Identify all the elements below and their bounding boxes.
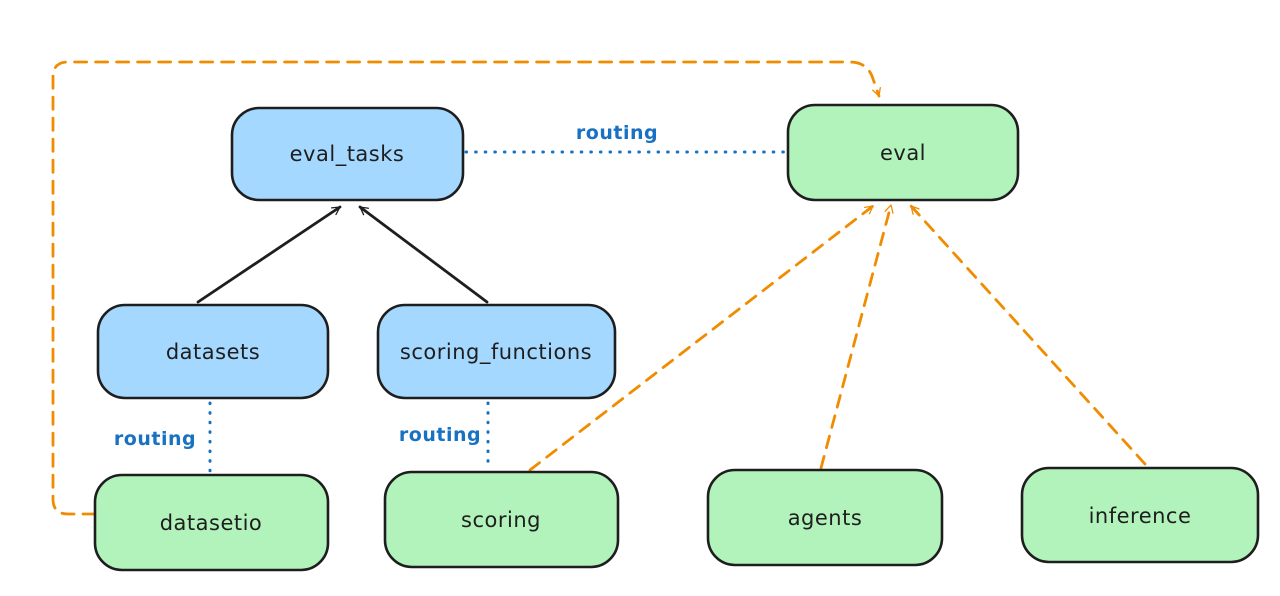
node-scoring-functions-label: scoring_functions: [400, 340, 592, 365]
edge-datasetio-to-eval: [51, 60, 881, 516]
edge-scoring-to-eval: [528, 204, 875, 472]
node-datasetio: datasetio: [93, 473, 330, 572]
node-eval: eval: [786, 103, 1020, 202]
edge-scoring-functions-to-eval-tasks: [358, 205, 489, 304]
node-scoring-box: [383, 470, 620, 569]
node-scoring-label: scoring: [461, 508, 541, 532]
edge-scoring-to-eval-path: [528, 204, 875, 472]
node-eval-tasks: eval_tasks: [230, 106, 465, 202]
edge-inference-to-eval-path: [909, 204, 1147, 466]
edge-datasets-to-datasetio: routing: [114, 401, 212, 474]
node-eval-tasks-box: [230, 106, 465, 202]
node-scoring: scoring: [383, 470, 620, 569]
edge-scoring-functions-to-eval-tasks-path: [358, 205, 489, 304]
node-datasetio-label: datasetio: [160, 511, 263, 535]
edge-eval-tasks-to-eval: routing: [464, 122, 788, 154]
node-datasets: datasets: [96, 303, 330, 400]
node-eval-label: eval: [880, 141, 926, 165]
edge-agents-to-eval-path: [819, 203, 894, 470]
edge-label-routing-left: routing: [114, 428, 196, 450]
edge-datasets-to-eval-tasks-path: [196, 205, 342, 304]
node-datasets-box: [96, 303, 330, 400]
node-inference-label: inference: [1089, 504, 1192, 528]
edge-scoring-functions-to-scoring: routing: [399, 401, 490, 470]
node-scoring-functions-box: [376, 303, 617, 400]
edge-datasetio-to-eval-path: [51, 60, 881, 516]
node-eval-box: [786, 103, 1020, 202]
node-scoring-functions: scoring_functions: [376, 303, 617, 400]
node-agents: agents: [706, 468, 944, 567]
node-agents-box: [706, 468, 944, 567]
edge-label-routing-top: routing: [576, 122, 658, 144]
node-datasetio-box: [93, 473, 330, 572]
edge-agents-to-eval: [819, 203, 894, 470]
node-eval-tasks-label: eval_tasks: [290, 142, 405, 167]
node-inference-box: [1020, 466, 1260, 564]
edge-label-routing-mid: routing: [399, 424, 481, 446]
edge-inference-to-eval: [909, 204, 1147, 466]
node-datasets-label: datasets: [166, 340, 260, 364]
node-agents-label: agents: [788, 506, 863, 530]
edge-datasets-to-eval-tasks: [196, 205, 342, 304]
node-inference: inference: [1020, 466, 1260, 564]
